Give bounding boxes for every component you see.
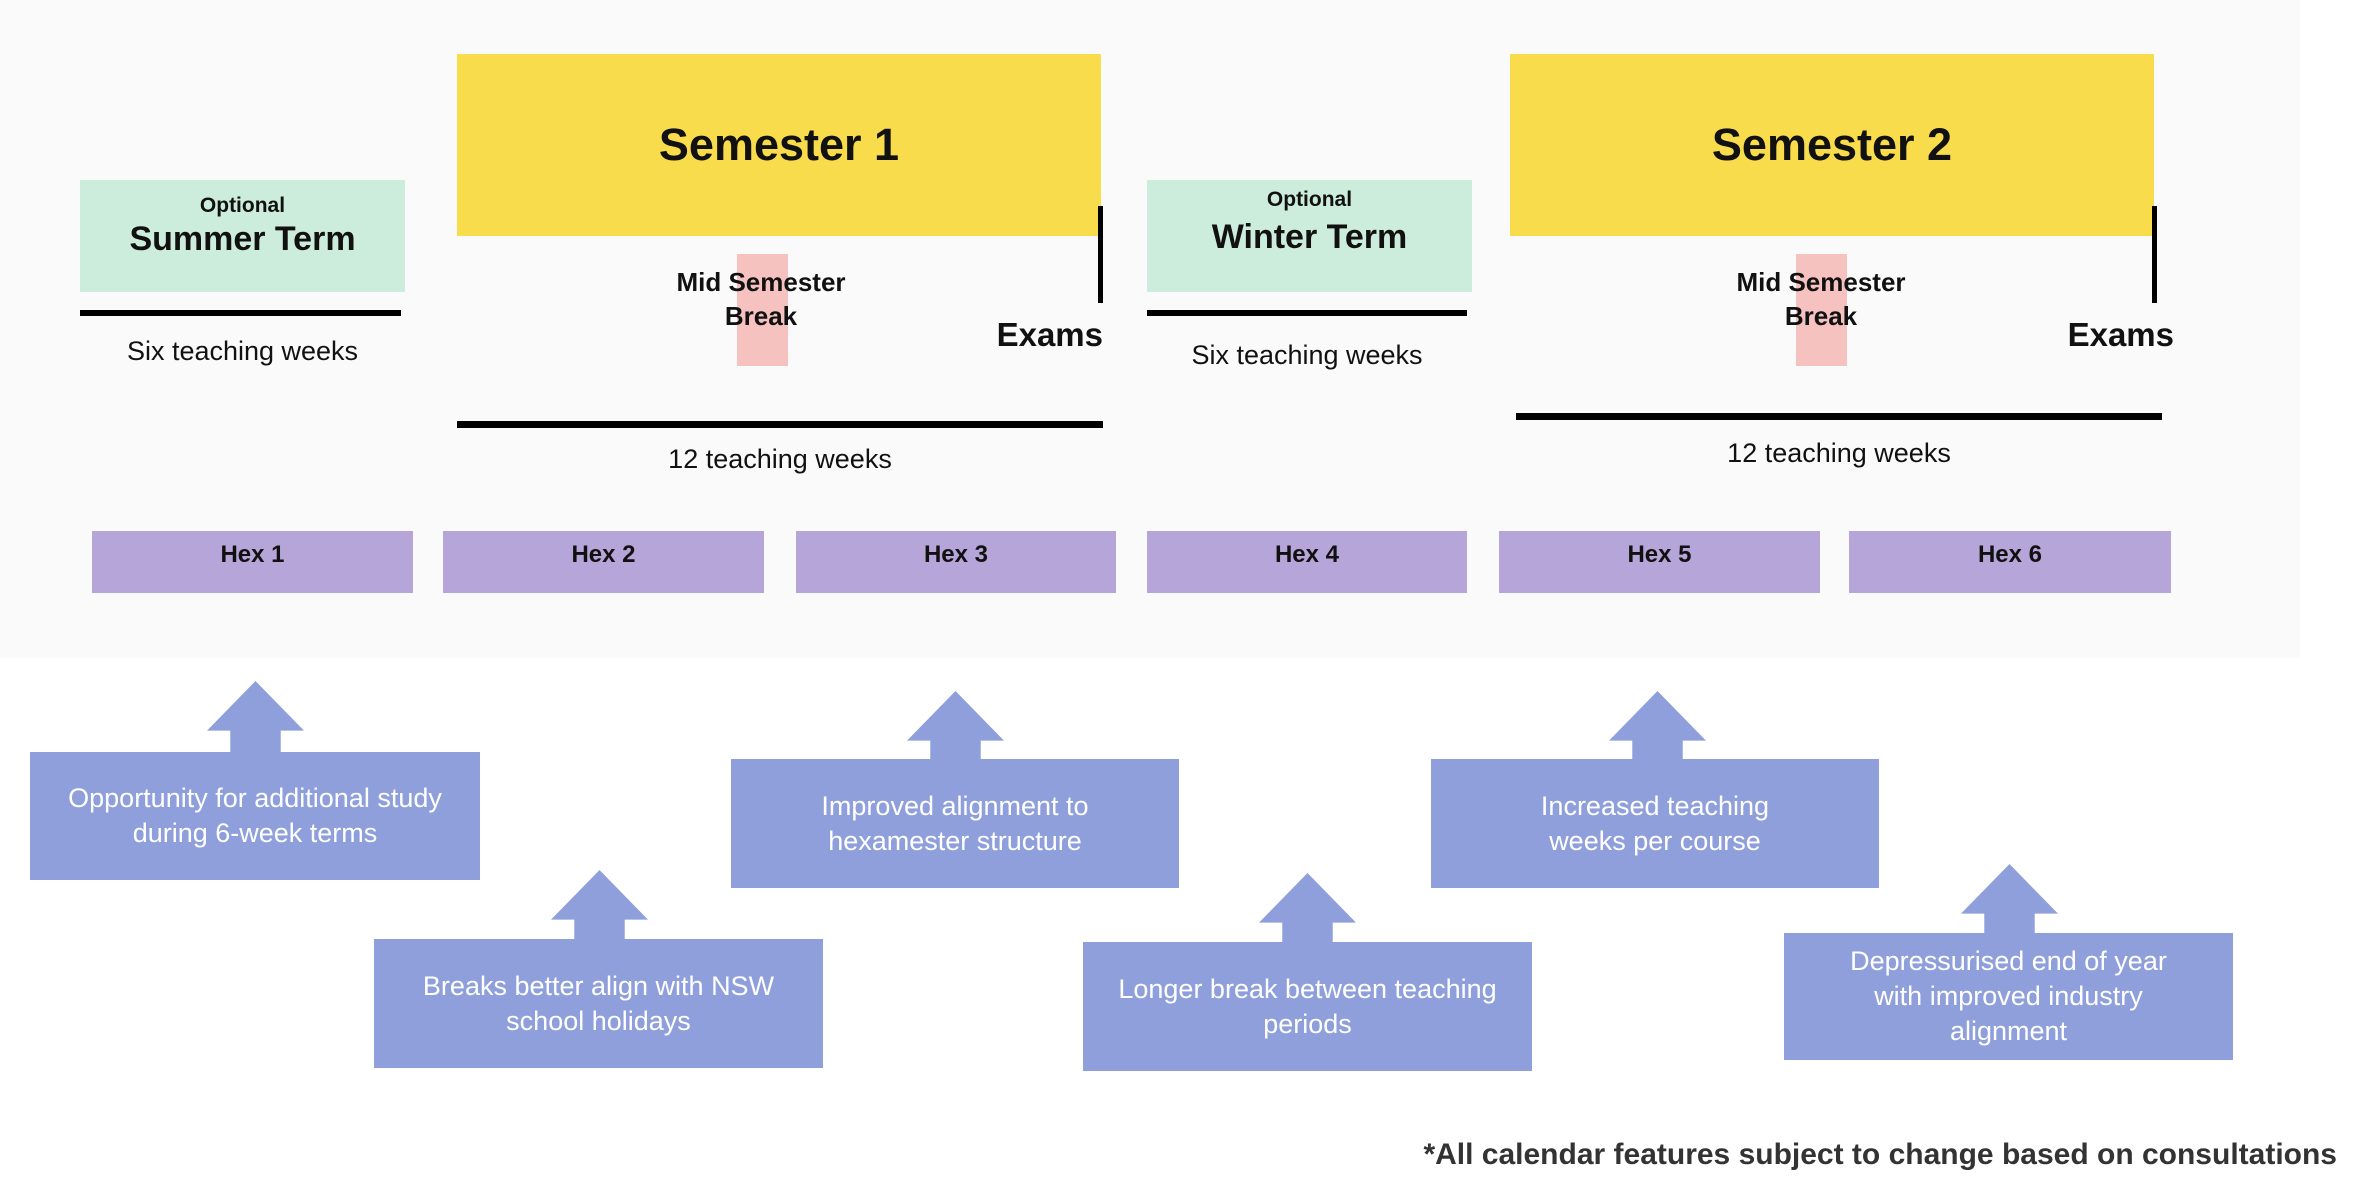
callout-school-holidays: Breaks better align with NSW school holid… <box>374 939 823 1068</box>
callout-line: with improved industry <box>1874 981 2143 1011</box>
arrow-up-icon <box>551 870 648 942</box>
semester-1-exams-label: Exams <box>996 316 1103 353</box>
hex-3: Hex 3 <box>796 531 1116 593</box>
summer-weeks-label: Six teaching weeks <box>126 336 359 366</box>
arrow-up-icon <box>1259 873 1356 945</box>
hex-6: Hex 6 <box>1849 531 2171 593</box>
summer-term-title: Summer Term <box>129 220 356 258</box>
mid-break-line: Mid Semester <box>676 267 846 297</box>
callout-line: Breaks better align with NSW <box>422 970 775 1001</box>
mid-break-line: Break <box>724 301 798 331</box>
semester-2-exams-marker <box>2152 206 2157 303</box>
semester-2-weeks-bar <box>1516 413 2162 420</box>
callout-line: weeks per course <box>1549 825 1761 856</box>
callout-line: Opportunity for additional study <box>68 783 442 813</box>
callout-line: Improved alignment to <box>821 790 1089 821</box>
winter-weeks-bar <box>1147 310 1467 316</box>
callout-teaching-weeks: Increased teaching weeks per course <box>1431 759 1879 888</box>
arrow-up-icon <box>207 681 304 753</box>
summer-weeks-bar <box>80 310 401 316</box>
semester-1-mid-break-label: Mid Semester Break <box>631 265 891 333</box>
callout-line: hexamester structure <box>828 825 1082 856</box>
hex-1: Hex 1 <box>92 531 413 593</box>
winter-term-box: Optional Winter Term <box>1147 180 1472 292</box>
winter-weeks-label: Six teaching weeks <box>1191 340 1423 370</box>
callout-line: school holidays <box>506 1005 691 1036</box>
callout-line: during 6-week terms <box>132 818 378 848</box>
semester-1-box: Semester 1 <box>457 54 1101 236</box>
semester-1-exams-marker <box>1098 206 1103 303</box>
arrow-up-icon <box>1961 864 2058 936</box>
semester-1-break-marker <box>737 254 788 366</box>
winter-optional-label: Optional <box>1266 188 1353 211</box>
mid-break-line: Break <box>1784 301 1858 331</box>
callout-depressurised-end: Depressurised end of year with improved i… <box>1784 933 2233 1060</box>
summer-optional-label: Optional <box>199 194 286 217</box>
callout-line: alignment <box>1949 1016 2068 1046</box>
hex-5: Hex 5 <box>1499 531 1820 593</box>
semester-1-title: Semester 1 <box>658 119 900 170</box>
hex-4: Hex 4 <box>1147 531 1467 593</box>
semester-2-exams-label: Exams <box>2067 316 2174 353</box>
callout-line: Depressurised end of year <box>1850 946 2167 976</box>
mid-break-line: Mid Semester <box>1736 267 1906 297</box>
arrow-up-icon <box>907 691 1004 763</box>
callout-line: Longer break between teaching <box>1118 973 1497 1004</box>
summer-term-box: Optional Summer Term <box>80 180 405 292</box>
semester-2-break-marker <box>1796 254 1847 366</box>
callout-hexamester-alignment: Improved alignment to hexamester structur… <box>731 759 1179 888</box>
callout-line: Increased teaching <box>1540 790 1770 821</box>
callout-longer-break: Longer break between teaching periods <box>1083 942 1532 1071</box>
callout-additional-study: Opportunity for additional study during 6… <box>30 752 480 880</box>
footnote: *All calendar features subject to change… <box>1423 1138 2337 1171</box>
semester-2-weeks-label: 12 teaching weeks <box>1727 438 1951 468</box>
winter-term-title: Winter Term <box>1211 218 1408 256</box>
arrow-up-icon <box>1609 691 1706 763</box>
semester-2-mid-break-label: Mid Semester Break <box>1691 265 1951 333</box>
semester-2-title: Semester 2 <box>1711 119 1953 170</box>
callout-line: periods <box>1263 1008 1352 1039</box>
semester-2-box: Semester 2 <box>1510 54 2154 236</box>
semester-1-weeks-label: 12 teaching weeks <box>668 444 892 474</box>
semester-1-weeks-bar <box>457 421 1103 428</box>
hex-2: Hex 2 <box>443 531 764 593</box>
